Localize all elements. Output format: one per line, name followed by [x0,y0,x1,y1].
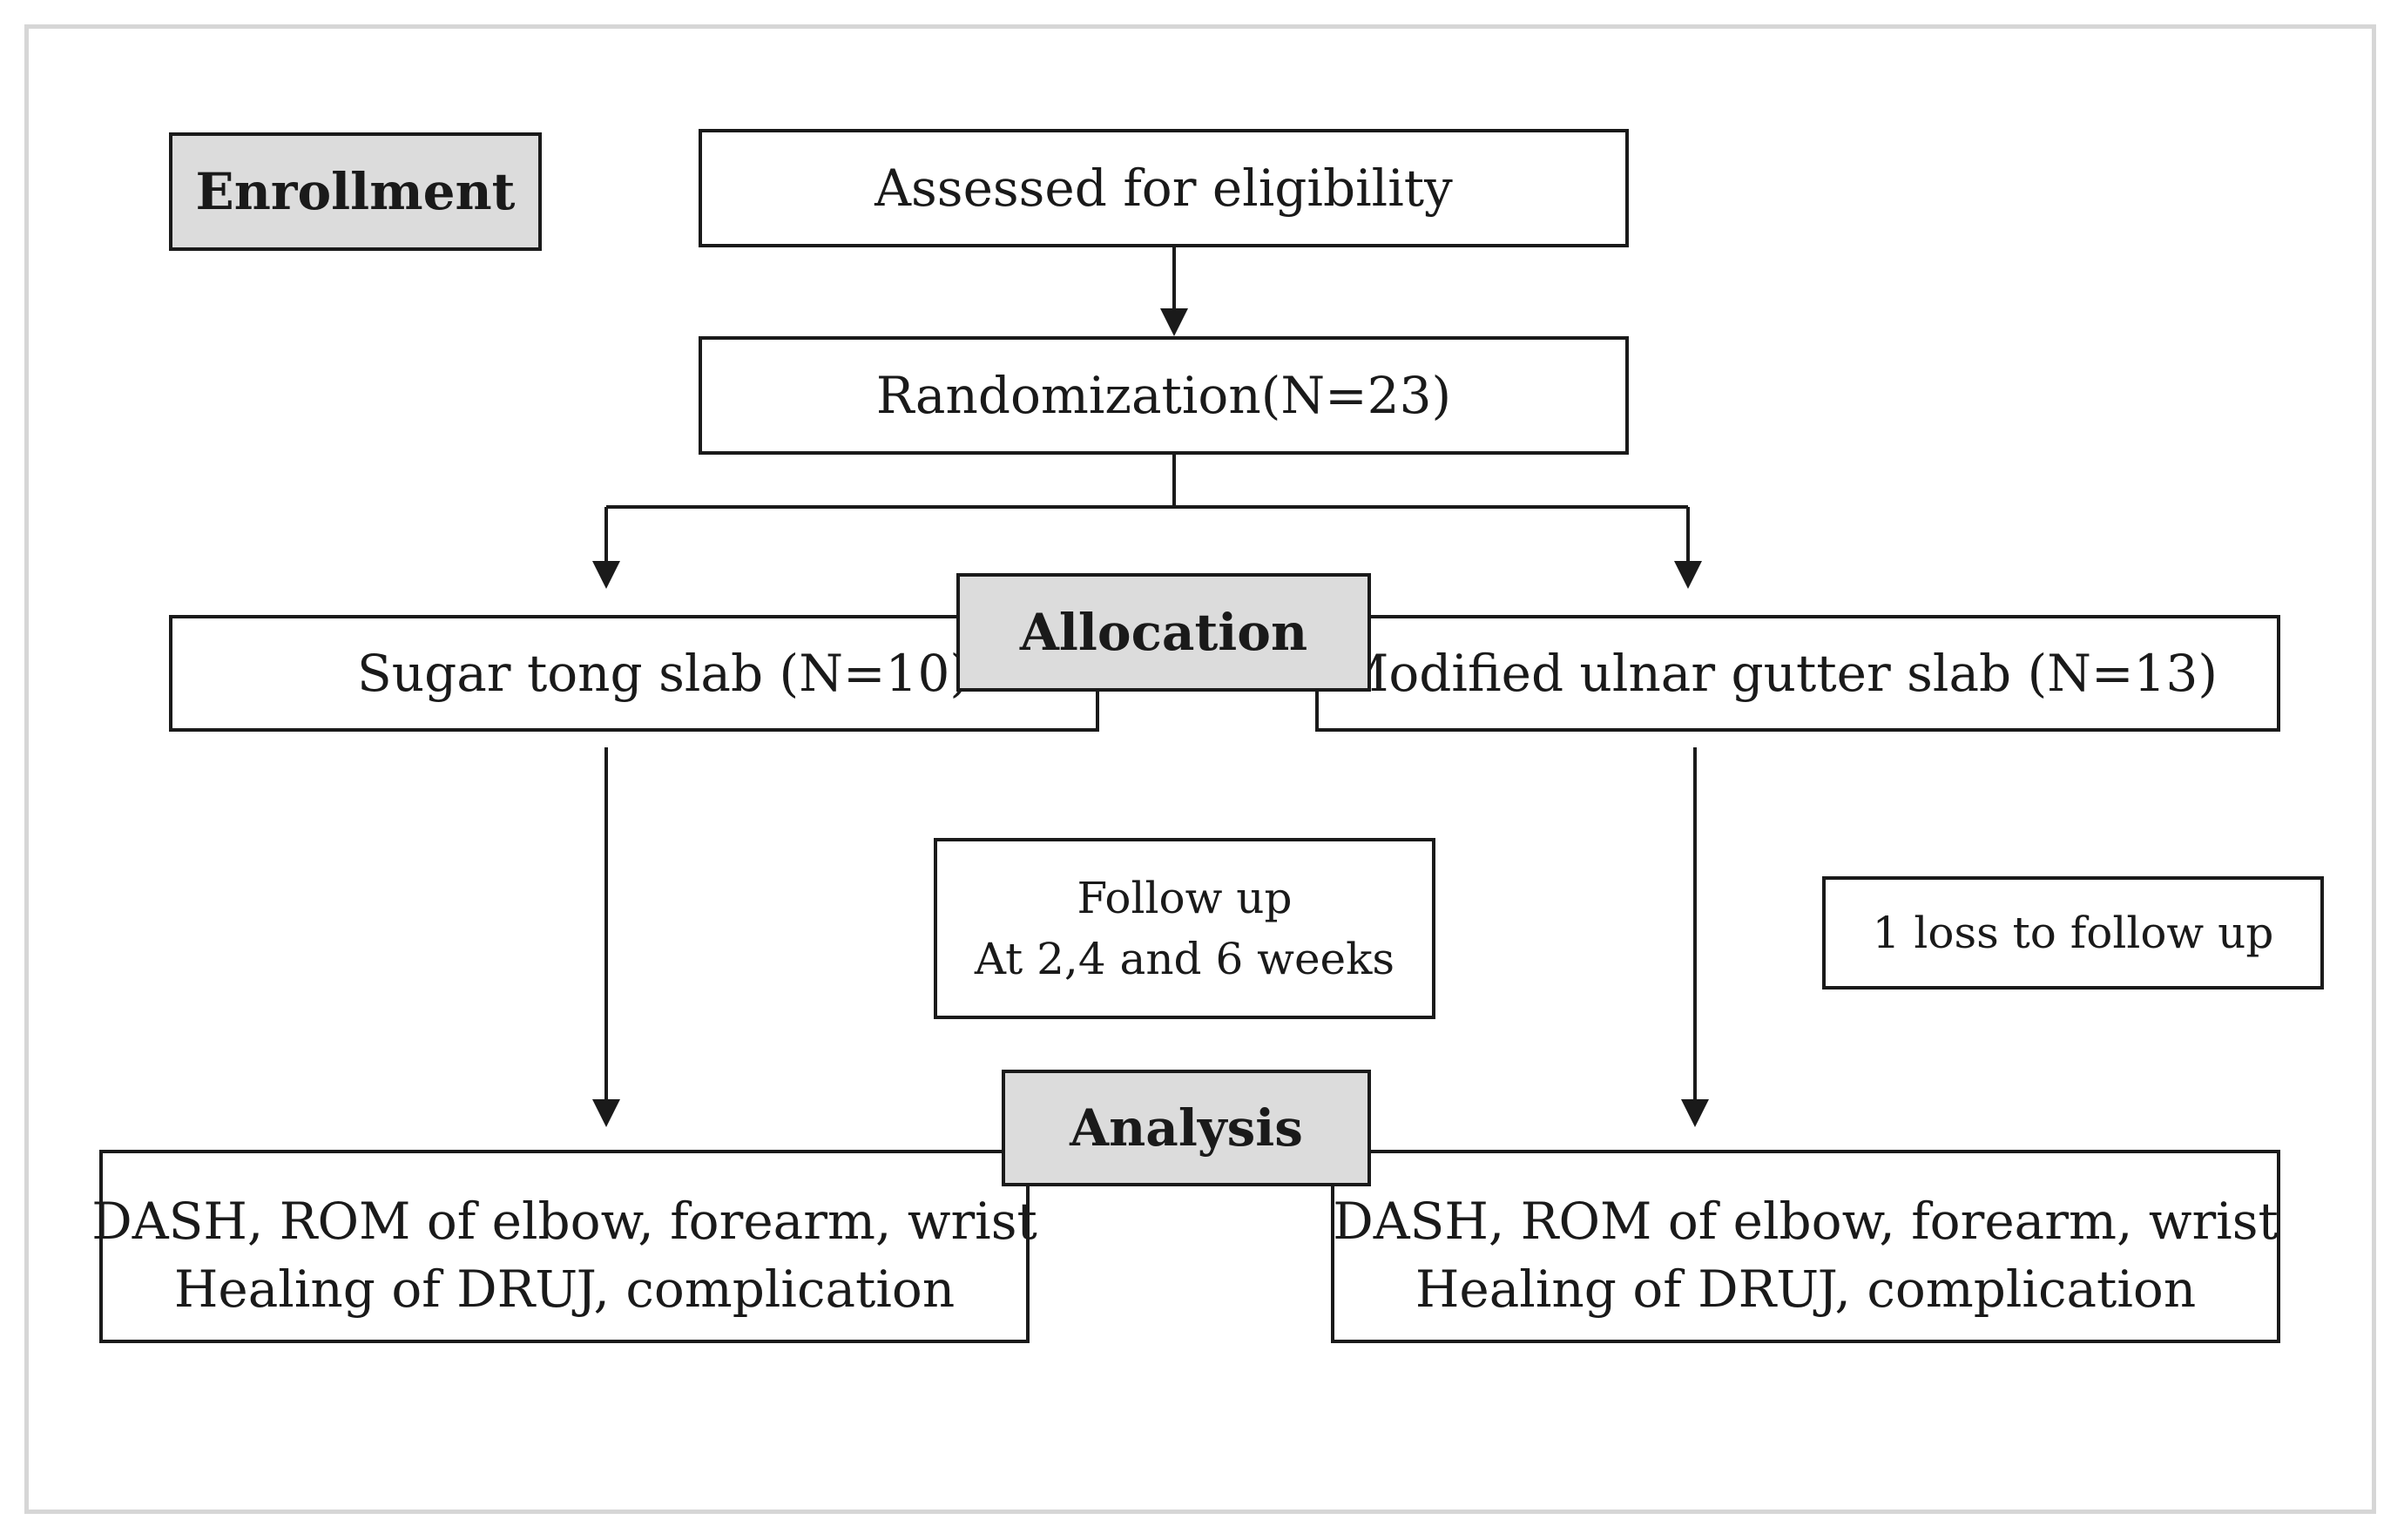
allocation-label: Allocation [956,573,1371,692]
right-analysis-line1: DASH, ROM of elbow, forearm, wrist [1333,1191,2279,1251]
follow-up-line2: At 2,4 and 6 weeks [974,934,1395,984]
left-group-text: Sugar tong slab (N=10) [357,644,969,703]
analysis-label: Analysis [1002,1070,1371,1186]
analysis-label-text: Analysis [1070,1098,1303,1158]
left-analysis-line2: Healing of DRUJ, complication [173,1260,956,1319]
randomization-box: Randomization(N=23) [699,336,1629,455]
right-analysis-line2: Healing of DRUJ, complication [1415,1260,2197,1319]
follow-up-line1: Follow up [1077,873,1293,923]
right-analysis-box: DASH, ROM of elbow, forearm, wrist Heali… [1331,1150,2280,1343]
figure-frame [24,24,2376,1514]
assessed-text: Assessed for eligibility [874,159,1453,218]
loss-to-follow-up-text: 1 loss to follow up [1872,908,2274,958]
enrollment-label-text: Enrollment [195,162,516,221]
right-group-text: Modified ulnar gutter slab (N=13) [1336,644,2218,703]
left-analysis-line1: DASH, ROM of elbow, forearm, wrist [91,1191,1037,1251]
loss-to-follow-up-box: 1 loss to follow up [1822,876,2324,990]
assessed-box: Assessed for eligibility [699,129,1629,247]
allocation-label-text: Allocation [1019,603,1308,662]
right-group-box: Modified ulnar gutter slab (N=13) [1315,615,2280,732]
left-group-box: Sugar tong slab (N=10) [169,615,1099,732]
enrollment-label: Enrollment [169,132,542,251]
left-analysis-box: DASH, ROM of elbow, forearm, wrist Heali… [91,1150,1037,1343]
follow-up-box: Follow up At 2,4 and 6 weeks [934,838,1435,1019]
randomization-text: Randomization(N=23) [875,366,1452,425]
